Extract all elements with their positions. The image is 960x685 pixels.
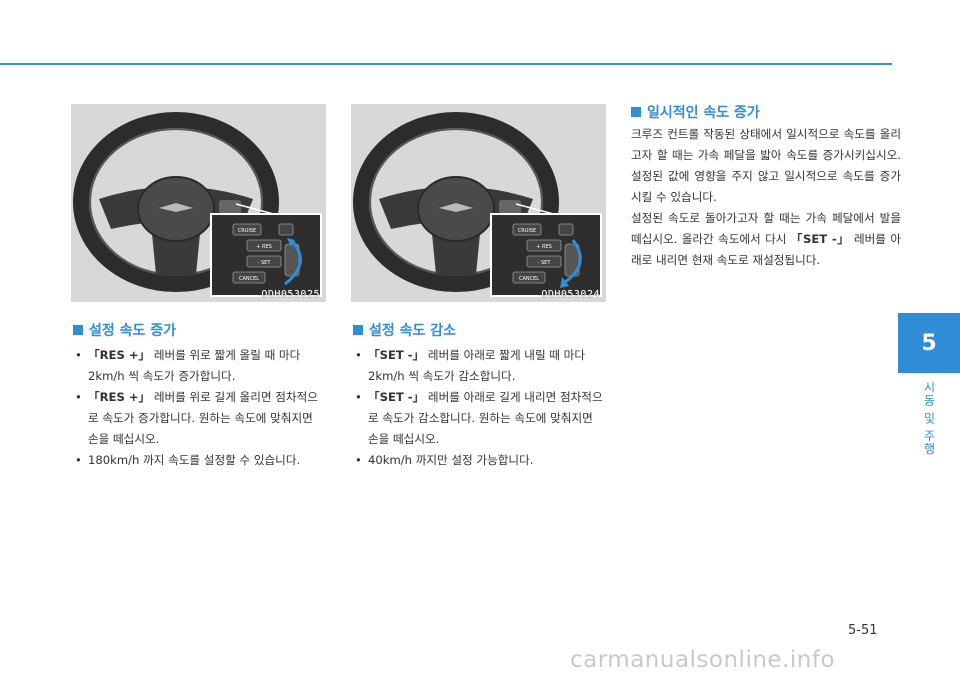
res-label: + RES	[256, 244, 272, 250]
list-item: 「RES +」 레버를 위로 짧게 올릴 때 마다 2km/h 씩 속도가 증가…	[73, 345, 323, 387]
list-item: 「SET -」 레버를 아래로 짧게 내릴 때 마다 2km/h 씩 속도가 감…	[353, 345, 603, 387]
list-item: 40km/h 까지만 설정 가능합니다.	[353, 450, 603, 471]
arrow-up-icon	[284, 241, 302, 286]
figure-code: ODH053024	[541, 289, 600, 300]
figure-code: ODH053025	[261, 289, 320, 300]
arrow-down-head-icon	[560, 277, 569, 288]
page-number: 5-51	[848, 623, 878, 638]
cancel-label: CANCEL	[239, 276, 259, 282]
bullet-list-increase: 「RES +」 레버를 위로 짧게 올릴 때 마다 2km/h 씩 속도가 증가…	[73, 345, 323, 471]
section-title-increase: 설정 속도 증가	[73, 320, 176, 340]
square-bullet-icon	[631, 107, 641, 117]
paragraph-temporary-2: 설정된 속도로 돌아가고자 할 때는 가속 페달에서 발을 떼십시오. 올라간 …	[631, 211, 901, 267]
section-title-decrease: 설정 속도 감소	[353, 320, 456, 340]
square-bullet-icon	[353, 325, 363, 335]
list-item: 「RES +」 레버를 위로 길게 올리면 점차적으로 속도가 증가합니다. 원…	[73, 387, 323, 450]
set-label: - SET	[538, 260, 552, 266]
steering-wheel-illustration: CRUISE + RES - SET CANCEL	[353, 112, 602, 297]
steering-wheel-illustration: CRUISE + RES - SET CANCEL	[73, 112, 322, 297]
list-item: 「SET -」 레버를 아래로 길게 내리면 점차적으로 속도가 감소합니다. …	[353, 387, 603, 450]
section-title-temporary: 일시적인 속도 증가	[631, 102, 760, 122]
steering-wheel-figure-set: CRUISE + RES - SET CANCEL ODH053024	[351, 104, 606, 302]
res-label: + RES	[536, 244, 552, 250]
steering-wheel-figure-res: CRUISE + RES - SET CANCEL ODH053025	[71, 104, 326, 302]
paragraph-temporary-1: 크루즈 컨트롤 작동된 상태에서 일시적으로 속도를 올리고자 할 때는 가속 …	[631, 127, 901, 204]
chapter-tab: 5	[898, 313, 960, 373]
bullet-list-decrease: 「SET -」 레버를 아래로 짧게 내릴 때 마다 2km/h 씩 속도가 감…	[353, 345, 603, 471]
list-item: 180km/h 까지 속도를 설정할 수 있습니다.	[73, 450, 323, 471]
cruise-label: CRUISE	[238, 228, 256, 234]
top-rule	[0, 63, 892, 65]
arrow-down-icon	[564, 239, 582, 284]
square-bullet-icon	[73, 325, 83, 335]
watermark: carmanualsonline.info	[570, 647, 836, 673]
arrow-up-head-icon	[287, 238, 295, 247]
cruise-label: CRUISE	[518, 228, 536, 234]
cancel-label: CANCEL	[519, 276, 539, 282]
chapter-label: 시동 및 주행	[922, 381, 936, 456]
set-label: - SET	[258, 260, 272, 266]
